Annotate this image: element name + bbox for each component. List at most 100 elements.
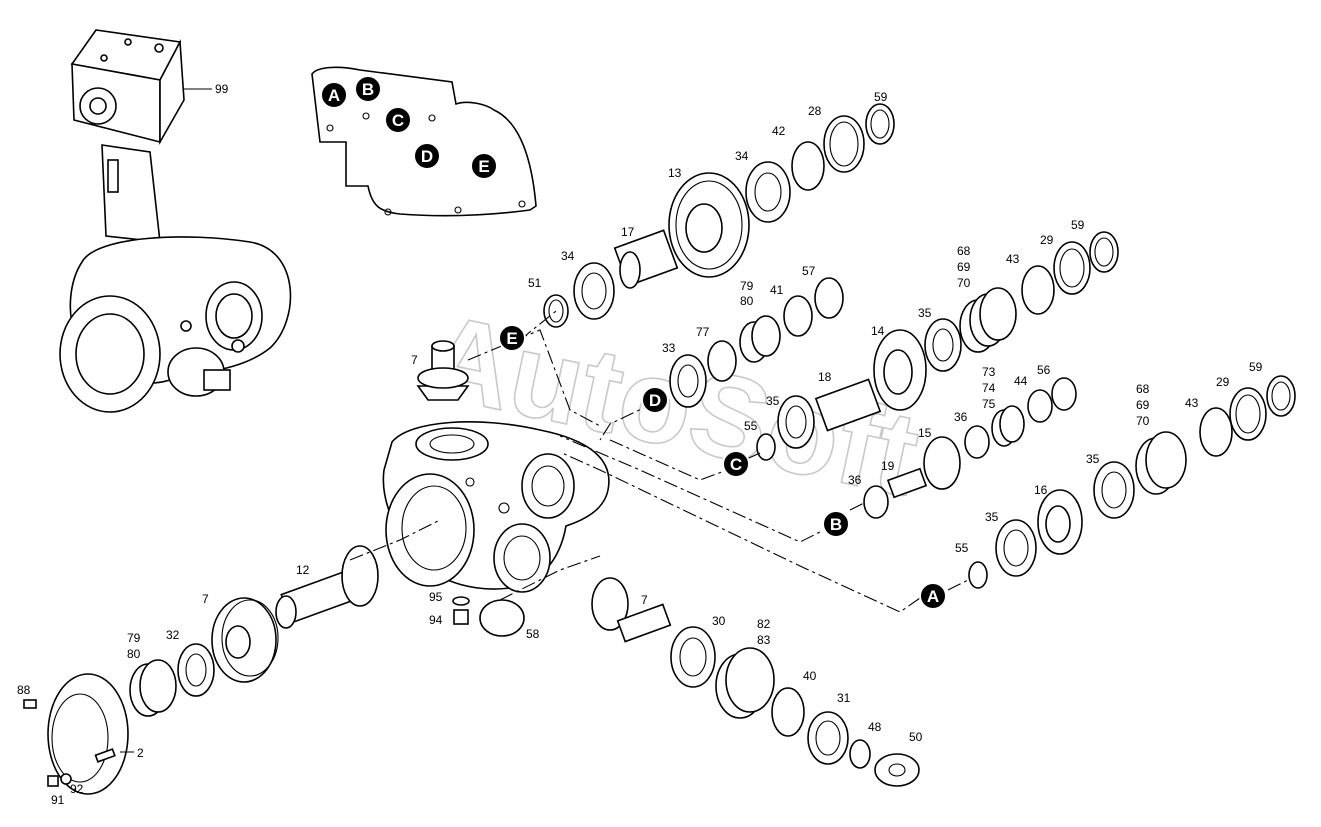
gasket-marker-e: E: [470, 152, 498, 180]
part-29-ring-2: [1229, 387, 1267, 441]
part-34-bearing: [573, 262, 615, 320]
part-59-seal-3-inner: [1271, 381, 1291, 411]
part-label: 59: [1071, 218, 1085, 232]
part-91-bolt: [47, 775, 59, 787]
axis-d: [599, 401, 657, 441]
part-28-ring-inner: [829, 121, 859, 167]
part-19-pin: [886, 467, 928, 499]
part-label: 57: [802, 264, 816, 278]
part-12-gear: [341, 545, 379, 607]
part-31-bearing-inner: [815, 720, 841, 756]
housing-side-port-inner: [531, 465, 565, 507]
lower-left-group: [23, 545, 379, 795]
shaft-a-group: [968, 375, 1296, 589]
axis-b-36: [849, 501, 867, 511]
part-59-seal-2: [1089, 231, 1119, 273]
part-17-end: [619, 251, 641, 289]
gasket-marker-c: C: [384, 106, 412, 134]
part-35-bearing-2: [924, 318, 962, 372]
part-57-ring: [814, 277, 844, 319]
marker-badge: [384, 106, 412, 134]
marker-badge: [354, 75, 382, 103]
axis-a-55: [947, 579, 969, 591]
part-77-ring: [707, 340, 737, 382]
part-30-bearing-inner: [679, 637, 707, 677]
part-label: 13: [668, 166, 682, 180]
part-label: 48: [868, 720, 882, 734]
gearbox-head-bolt: [100, 54, 108, 62]
marker-label: D: [421, 147, 433, 166]
gasket-hole: [518, 200, 526, 208]
part-label: 80: [127, 647, 141, 661]
part-label: 34: [561, 249, 575, 263]
part-labels: 99 59 28 42 34 13 17 34 51 68 69 70 43 2…: [17, 82, 1263, 807]
marker-label: A: [328, 86, 340, 105]
housing-front-flange: [385, 473, 475, 587]
part-label: 12: [296, 563, 310, 577]
part-label: 99: [215, 82, 229, 96]
axis-e: [519, 310, 557, 341]
part-48-nut: [849, 739, 871, 769]
part-55-cap-2: [968, 561, 988, 589]
part-7-top-pinion: [416, 340, 470, 401]
gearbox-head-bolt: [154, 43, 164, 53]
part-35-bearing-3-inner: [1003, 529, 1029, 567]
part-label: 55: [744, 419, 758, 433]
overview-bolt: [231, 339, 245, 353]
part-12-shaft-end: [275, 595, 297, 629]
marker-badge: [498, 324, 526, 352]
gasket-hole: [362, 112, 370, 120]
part-label: 55: [955, 541, 969, 555]
part-33-bearing-inner: [677, 364, 699, 398]
housing-front-bore: [401, 485, 467, 571]
part-label: 68: [1136, 382, 1150, 396]
overview-side-port-inner: [215, 293, 253, 339]
part-label: 7: [641, 593, 648, 607]
part-label: 70: [1136, 414, 1150, 428]
part-42-circlip: [791, 141, 825, 191]
marker-badge: [470, 152, 498, 180]
part-label: 32: [166, 628, 180, 642]
gasket-marker-b: B: [354, 75, 382, 103]
part-label: 29: [1040, 233, 1054, 247]
part-label: 88: [17, 683, 31, 697]
part-7-pinion-shaft: [616, 603, 672, 643]
shaft-marker-c: C: [722, 450, 750, 478]
gasket-hole: [384, 208, 392, 216]
part-35-bearing: [777, 395, 815, 449]
part-2-cover-slot: [94, 748, 116, 763]
part-35-bearing-4: [1093, 461, 1135, 519]
shaft-d-group: [669, 277, 844, 408]
part-label: 2: [137, 746, 144, 760]
gasket-hole: [326, 124, 334, 132]
part-73-75-shim-2: [999, 405, 1025, 443]
part-label: 79: [127, 631, 141, 645]
part-59-seal-2-inner: [1094, 237, 1114, 267]
overview-splined-shaft: [203, 369, 231, 391]
part-55-cap: [756, 433, 776, 461]
housing-lower-port: [493, 523, 551, 593]
part-label: 83: [757, 633, 771, 647]
part-51-ring-inner: [548, 299, 564, 323]
marker-badge: [822, 510, 850, 538]
part-label: 74: [982, 381, 996, 395]
part-44-circlip: [1027, 389, 1053, 423]
part-68-70-shim-b2: [1145, 431, 1187, 489]
part-88-bolt: [23, 699, 37, 709]
marker-label: E: [478, 157, 489, 176]
part-36-bearing-2: [964, 425, 990, 459]
overview-assembly: [59, 29, 292, 413]
part-label: 35: [1086, 452, 1100, 466]
shaft-marker-d: D: [641, 386, 669, 414]
gasket-hole: [454, 206, 462, 214]
part-label: 95: [429, 590, 443, 604]
housing-lower-port-inner: [503, 535, 541, 581]
part-label: 14: [871, 324, 885, 338]
part-label: 35: [918, 306, 932, 320]
part-79-80-shim-2: [751, 315, 781, 357]
part-31-bearing: [807, 711, 849, 765]
marker-label: C: [730, 455, 742, 474]
part-label: 43: [1006, 252, 1020, 266]
shaft-mid-group: [777, 231, 1119, 449]
part-label: 19: [881, 459, 895, 473]
